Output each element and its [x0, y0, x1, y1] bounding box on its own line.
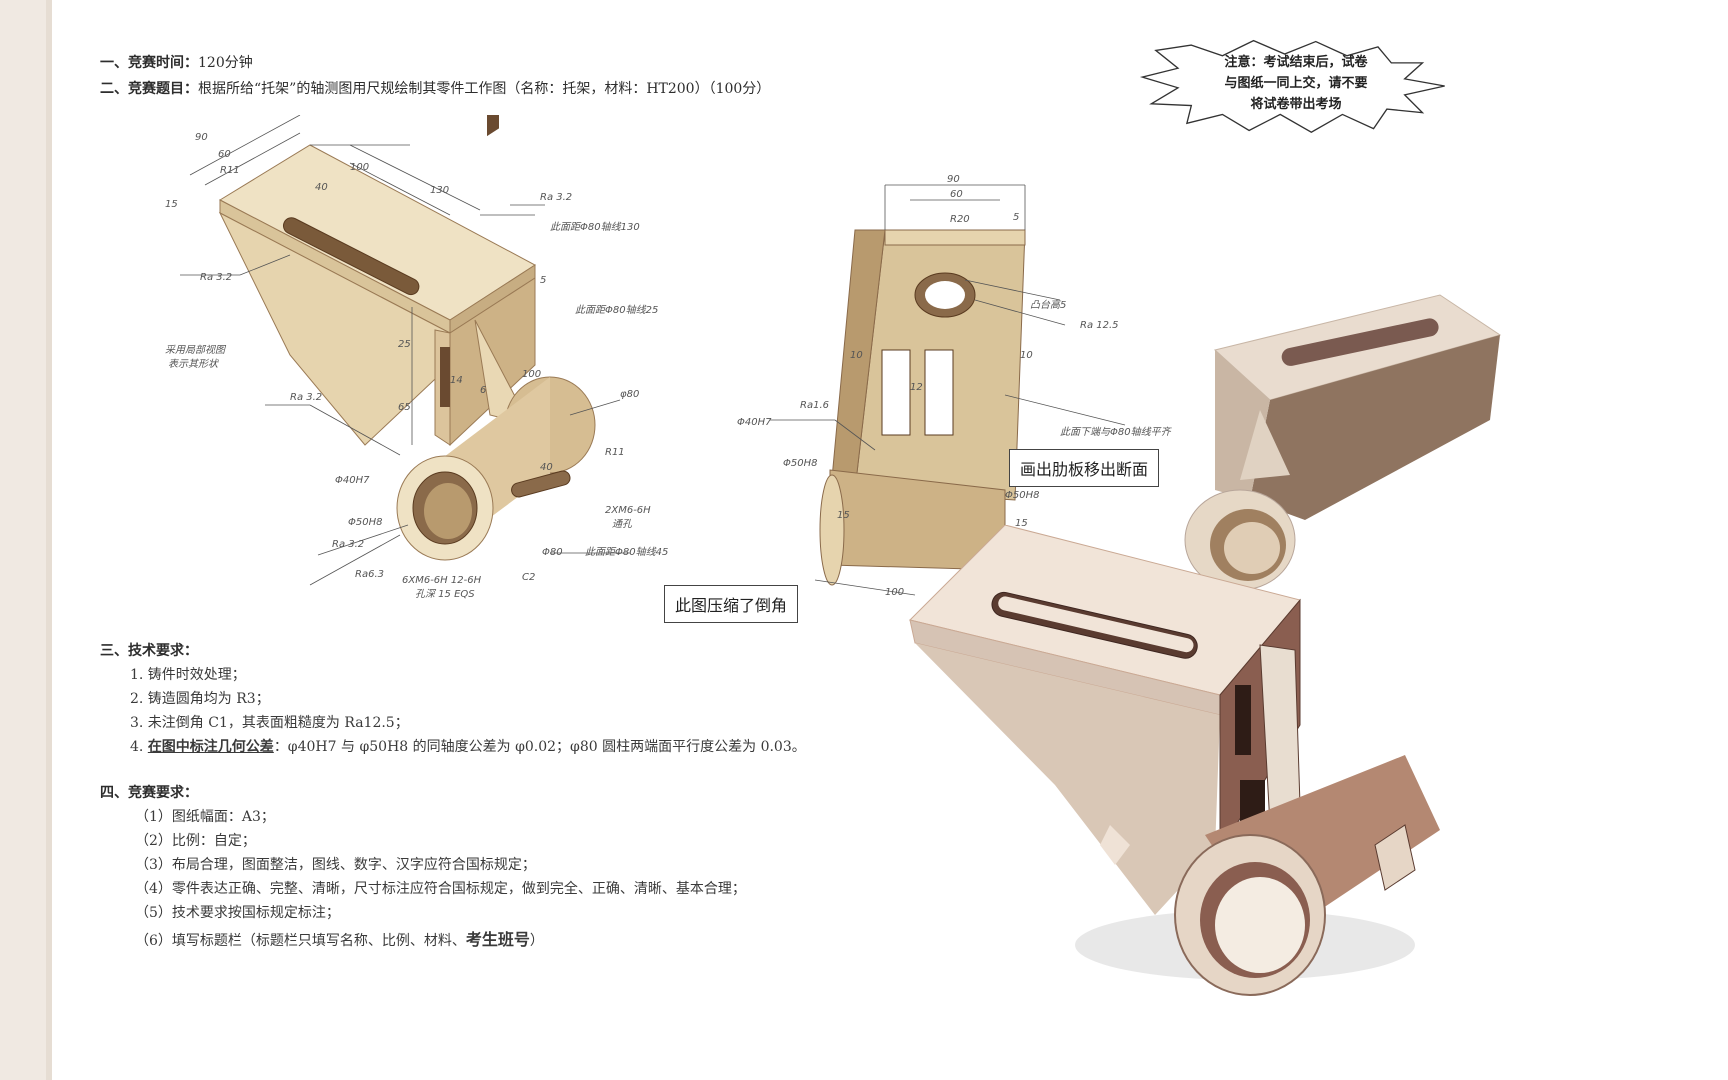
- comp-req-3: （3）布局合理，图面整洁，图线、数字、汉字应符合国标规定；: [135, 857, 536, 873]
- dim-40b: 40: [540, 462, 553, 473]
- dim-60: 60: [950, 189, 963, 200]
- dim-c2: C2: [522, 572, 535, 583]
- comp-req-5: （5）技术要求按国标规定标注；: [135, 905, 340, 921]
- ra16: Ra1.6: [800, 400, 829, 411]
- ra63: Ra6.3: [355, 569, 384, 580]
- dim-phi50: Φ50H8: [783, 458, 817, 469]
- dim-90: 90: [947, 174, 960, 185]
- ra32-left: Ra 3.2: [200, 272, 232, 283]
- dim-90: 90: [195, 132, 208, 143]
- section-2-label: 二、竞赛题目：: [100, 81, 198, 97]
- isometric-drawing-2: 90 60 R20 5 凸台高5 Ra 12.5 10 10 12 Ra1.6 …: [737, 174, 1173, 598]
- dim-m6-through: 通孔: [612, 518, 633, 530]
- dim-10b: 10: [1020, 350, 1033, 361]
- dim-r11: R11: [220, 165, 240, 176]
- dim-phi50b: Φ50H8: [1005, 490, 1039, 501]
- notice-starburst: [1139, 39, 1445, 133]
- dim-m6d: 孔深 15 EQS: [415, 588, 475, 600]
- dim-6: 6: [480, 385, 486, 396]
- dim-m6c: 6XM6-6H 12-6H: [402, 575, 482, 586]
- comp-req-6-b: 考生班号: [465, 930, 530, 949]
- section-4-label: 四、竞赛要求：: [100, 785, 198, 801]
- dim-60: 60: [218, 149, 231, 160]
- section-1-value: 120分钟: [198, 55, 253, 71]
- dim-phi80: φ80: [620, 389, 639, 400]
- dim-40: 40: [315, 182, 328, 193]
- dim-65: 65: [398, 402, 411, 413]
- dim-10a: 10: [850, 350, 863, 361]
- note-local-view: 采用局部视图: [165, 344, 227, 356]
- isometric-drawing-1: 90 60 100 130 R11 40 15 Ra 3.2 此面距Φ80轴线1…: [165, 115, 668, 600]
- tech-req-2: 2. 铸造圆角均为 R3；: [130, 691, 270, 707]
- comp-req-6-c: ）: [529, 933, 544, 949]
- dim-phi50: Φ50H8: [348, 517, 382, 528]
- comp-req-4: （4）零件表达正确、完整、清晰，尺寸标注应符合国标规定，做到完全、正确、清晰、基…: [135, 881, 746, 897]
- render-model-small: [1184, 294, 1502, 590]
- render-model-large: [909, 525, 1440, 996]
- dim-15: 15: [165, 199, 178, 210]
- section-2-value: 根据所给“托架”的轴测图用尺规绘制其零件工作图（名称：托架，材料：HT200）（…: [198, 81, 771, 97]
- notice-text: 注意：考试结束后，试卷 与图纸一同上交，请不要 将试卷带出考场: [1186, 52, 1406, 115]
- dim-100b: 100: [522, 369, 541, 380]
- comp-req-6-a: （6）填写标题栏（标题栏只填写名称、比例、材料、: [135, 933, 466, 949]
- section-1: 一、竞赛时间：120分钟: [100, 52, 253, 72]
- dim-phi40: Φ40H7: [335, 475, 370, 486]
- tech-req-4-num: 4.: [130, 739, 148, 755]
- dim-r11b: R11: [605, 447, 625, 458]
- ra32-mid: Ra 3.2: [290, 392, 322, 403]
- page-margin-strip: [0, 0, 52, 1080]
- dim-5: 5: [540, 275, 546, 286]
- comp-req-2: （2）比例：自定；: [135, 833, 256, 849]
- dim-15: 15: [837, 510, 850, 521]
- notice-line-2: 与图纸一同上交，请不要: [1224, 76, 1368, 91]
- dim-130: 130: [430, 185, 449, 196]
- ra32-bottom: Ra 3.2: [332, 539, 364, 550]
- callout-rib-section: 画出肋板移出断面: [1009, 449, 1160, 487]
- ra32-top: Ra 3.2: [540, 192, 572, 203]
- dim-5: 5: [1013, 212, 1019, 223]
- note-shape: 表示其形状: [168, 358, 219, 370]
- dim-100: 100: [350, 162, 369, 173]
- notice-line-1: 注意：考试结束后，试卷: [1224, 55, 1368, 70]
- note-25: 此面距Φ80轴线25: [575, 304, 658, 316]
- section-1-label: 一、竞赛时间：: [100, 55, 198, 71]
- dim-phi40: Φ40H7: [737, 417, 772, 428]
- tech-req-4-rest: ：φ40H7 与 φ50H8 的同轴度公差为 φ0.02；φ80 圆柱两端面平行…: [273, 739, 806, 755]
- comp-req-1: （1）图纸幅面：A3；: [135, 809, 275, 825]
- dim-25: 25: [398, 339, 411, 350]
- note-bottom-flush: 此面下端与Φ80轴线平齐: [1060, 426, 1173, 438]
- dim-100: 100: [885, 587, 904, 598]
- dim-15b: 15: [1015, 518, 1028, 529]
- section-4-heading: 四、竞赛要求：: [100, 782, 198, 802]
- note-45: 此面距Φ80轴线45: [585, 546, 668, 558]
- section-2: 二、竞赛题目：根据所给“托架”的轴测图用尺规绘制其零件工作图（名称：托架，材料：…: [100, 78, 770, 98]
- callout-chamfer-suppressed: 此图压缩了倒角: [664, 585, 799, 623]
- notice-line-3: 将试卷带出考场: [1250, 97, 1342, 112]
- dim-12: 12: [910, 382, 923, 393]
- dim-r20: R20: [950, 214, 970, 225]
- section-3-label: 三、技术要求：: [100, 643, 198, 659]
- tech-req-4: 4. 在图中标注几何公差：φ40H7 与 φ50H8 的同轴度公差为 φ0.02…: [130, 736, 806, 756]
- ra125: Ra 12.5: [1080, 320, 1119, 331]
- tech-req-4-emphasis: 在图中标注几何公差: [147, 739, 274, 755]
- section-3-heading: 三、技术要求：: [100, 640, 198, 660]
- dim-14: 14: [450, 375, 463, 386]
- tech-req-1: 1. 铸件时效处理；: [130, 667, 246, 683]
- note-boss: 凸台高5: [1030, 299, 1066, 311]
- tech-req-3: 3. 未注倒角 C1，其表面粗糙度为 Ra12.5；: [130, 715, 409, 731]
- comp-req-6: （6）填写标题栏（标题栏只填写名称、比例、材料、考生班号）: [135, 926, 544, 950]
- dim-m6: 2XM6-6H: [605, 505, 651, 516]
- note-130: 此面距Φ80轴线130: [550, 221, 640, 233]
- dim-phi80b: Φ80: [542, 547, 563, 558]
